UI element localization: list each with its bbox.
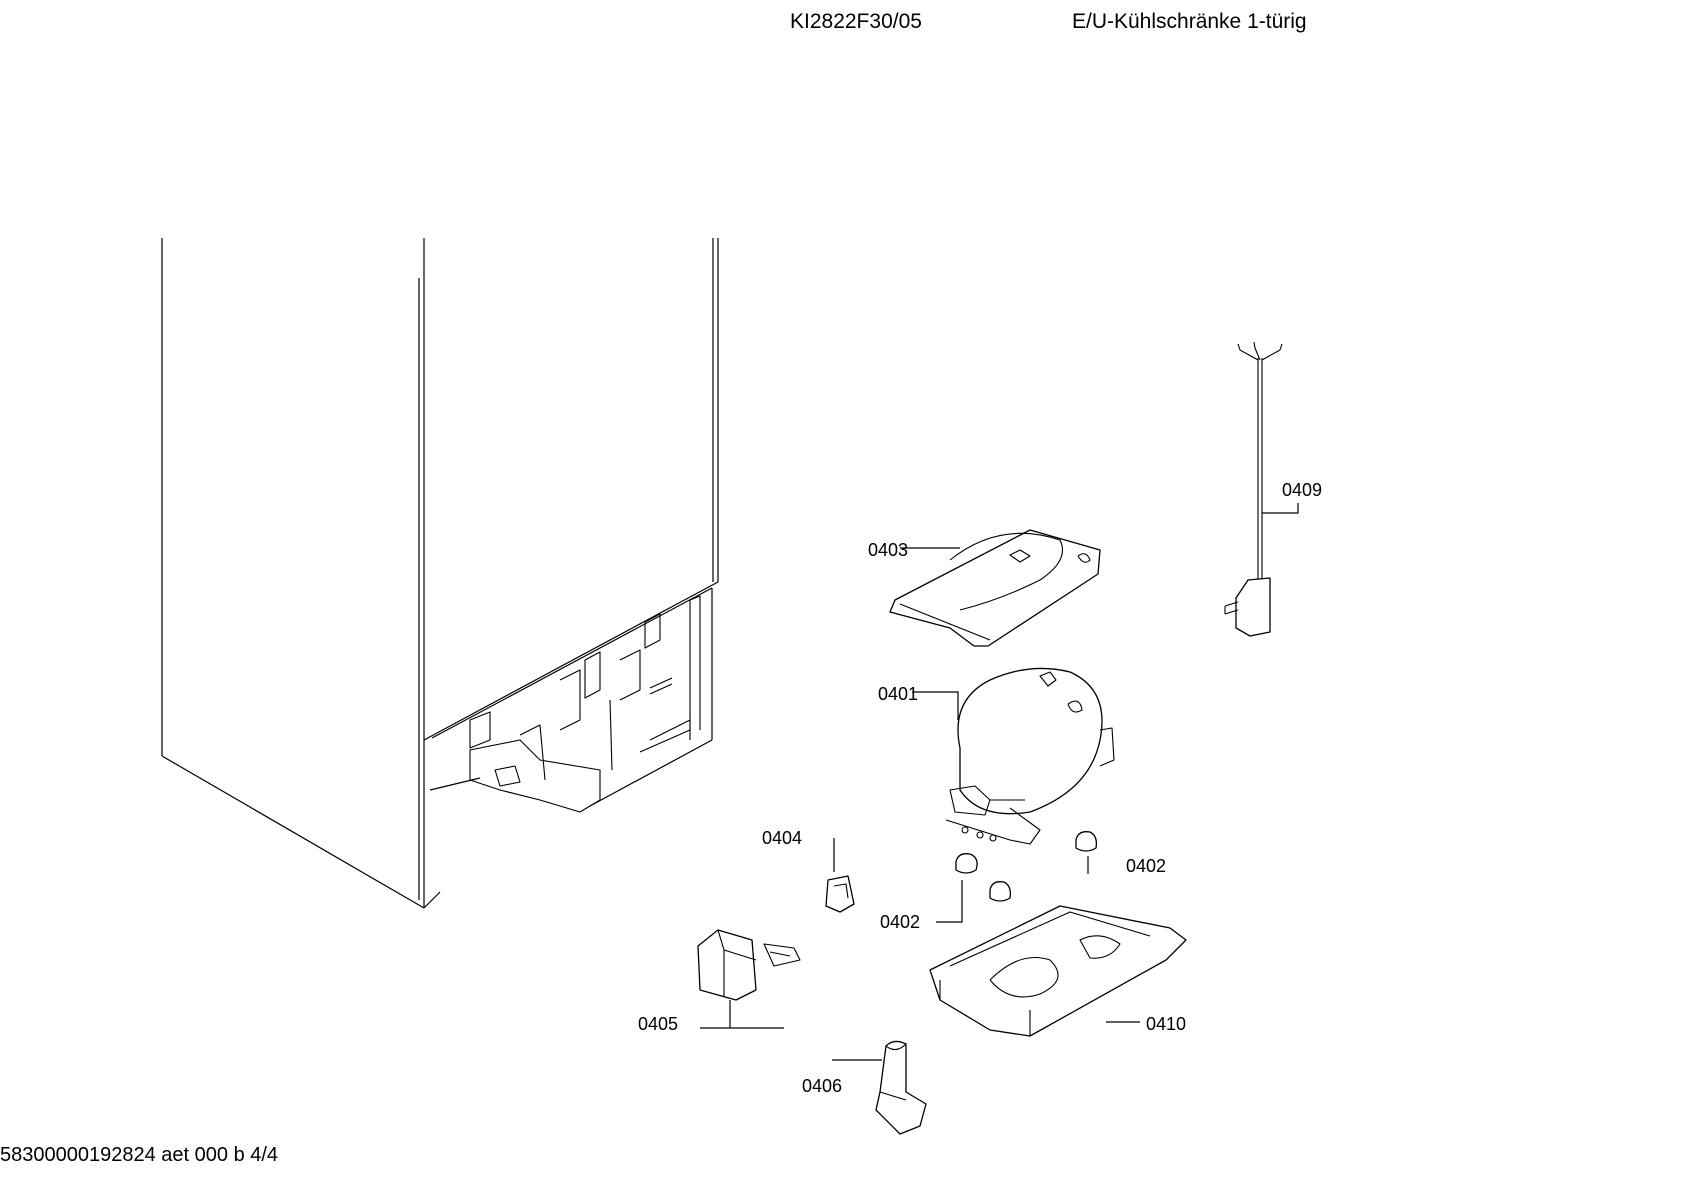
document-footer: 58300000192824 aet 000 b 4/4 xyxy=(0,1144,279,1166)
label-0410: 0410 xyxy=(1146,1014,1186,1034)
part-0410-base-tray xyxy=(929,905,1187,1037)
appliance-category: E/U-Kühlschränke 1-türig xyxy=(1072,10,1307,33)
label-0402-left: 0402 xyxy=(880,912,920,932)
label-0402-right: 0402 xyxy=(1126,856,1166,876)
part-0406-support-foot xyxy=(832,1040,927,1135)
label-0406: 0406 xyxy=(802,1076,842,1096)
label-0404: 0404 xyxy=(762,828,802,848)
part-0409-power-cord xyxy=(1224,341,1299,637)
part-0401-compressor xyxy=(912,667,1115,845)
label-0409: 0409 xyxy=(1282,480,1322,500)
label-0401: 0401 xyxy=(878,684,918,704)
part-0404-clip xyxy=(825,838,855,913)
label-0405: 0405 xyxy=(638,1014,678,1034)
part-0402-grommets xyxy=(936,831,1098,923)
part-0405-relay-cap xyxy=(697,929,801,1029)
model-number: KI2822F30/05 xyxy=(790,10,922,33)
label-0403: 0403 xyxy=(868,540,908,560)
part-0403-cover xyxy=(889,529,1101,647)
refrigerator-cabinet xyxy=(161,238,719,909)
